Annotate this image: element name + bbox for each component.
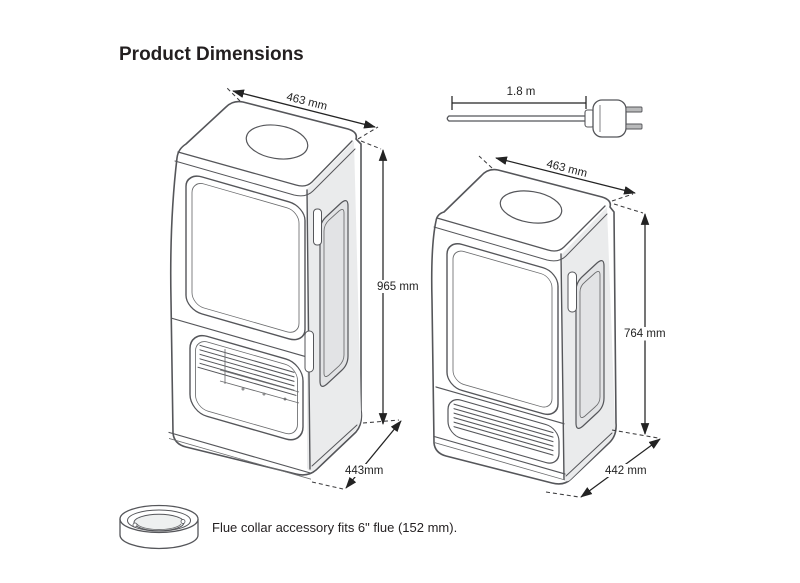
left-stove-side-window bbox=[319, 200, 349, 387]
left-width-arrow bbox=[232, 89, 376, 129]
right-stove-handle bbox=[567, 271, 577, 313]
right-stove-side-window bbox=[575, 260, 605, 429]
right-stove-side-window-inner bbox=[579, 270, 601, 419]
right-width-ext-b bbox=[611, 193, 634, 202]
right-stove-top-rim bbox=[433, 213, 608, 262]
left-stove-log-store-interior bbox=[219, 349, 300, 404]
right-stove-window bbox=[446, 243, 559, 416]
left-stove-drawing bbox=[168, 100, 363, 480]
label-backing bbox=[374, 280, 416, 293]
left-stove-window bbox=[185, 175, 306, 341]
left-stove-front-face bbox=[168, 175, 312, 480]
left-stove-side-window-inner bbox=[323, 208, 345, 378]
left-height-ext-top bbox=[360, 140, 382, 150]
flue-collar-note: Flue collar accessory fits 6" flue (152 … bbox=[212, 520, 457, 535]
left-stove-top-rim bbox=[174, 148, 356, 197]
power-cord-drawing bbox=[446, 96, 643, 138]
right-stove-window-inner-frame bbox=[452, 250, 553, 408]
right-stove-plinth-groove bbox=[434, 442, 565, 481]
cord-wire bbox=[446, 115, 589, 122]
left-stove-plinth-line bbox=[168, 431, 312, 474]
left-stove-hinge bbox=[313, 208, 322, 246]
flue-collar-opening bbox=[133, 513, 185, 532]
left-stove-height-label: 965 mm bbox=[377, 281, 419, 293]
right-height-ext-bottom bbox=[611, 429, 659, 439]
label-backing bbox=[343, 464, 385, 477]
right-stove-height-label: 764 mm bbox=[624, 328, 666, 340]
right-stove-depth-label: 442 mm bbox=[605, 465, 647, 477]
flue-collar-bolt-right bbox=[180, 519, 186, 524]
plug-prongs bbox=[625, 106, 643, 130]
left-stove-depth-label: 443mm bbox=[345, 465, 383, 477]
left-stove-seam bbox=[171, 317, 311, 359]
flue-collar-drawing bbox=[119, 504, 199, 550]
left-width-ext-a bbox=[225, 86, 241, 102]
right-stove-front-face bbox=[433, 243, 566, 481]
right-stove-front-edge bbox=[560, 253, 565, 480]
right-width-arrow bbox=[495, 156, 636, 195]
left-stove-top-edge bbox=[177, 140, 353, 187]
right-height-ext-top bbox=[613, 203, 644, 214]
left-stove-handle bbox=[304, 330, 314, 373]
flue-collar-opening-depth bbox=[136, 523, 182, 530]
plug-body bbox=[592, 99, 627, 138]
flue-collar-bolt-left bbox=[132, 522, 138, 528]
left-width-ext-b bbox=[357, 126, 379, 140]
left-stove-window-inner-frame bbox=[191, 183, 300, 333]
right-stove-drawing bbox=[430, 168, 617, 485]
left-stove-plinth-groove bbox=[169, 438, 311, 480]
right-stove-width-label: 463 mm bbox=[545, 158, 588, 180]
left-depth-ext bbox=[311, 481, 344, 490]
left-stove-front-edge bbox=[306, 189, 311, 470]
page-title: Product Dimensions bbox=[119, 44, 304, 65]
right-stove-top-edge bbox=[436, 205, 606, 252]
dimension-annotations: 463 mm 965 mm 443mm 463 mm 764 mm 442 mm… bbox=[225, 86, 668, 498]
label-backing bbox=[603, 464, 648, 477]
left-height-ext-bottom bbox=[362, 419, 400, 424]
right-width-ext-a bbox=[478, 155, 493, 169]
right-stove-vent-slats bbox=[453, 403, 554, 456]
right-stove-plinth-line bbox=[433, 435, 566, 475]
cord-length-label: 1.8 m bbox=[507, 86, 536, 98]
right-depth-ext bbox=[545, 491, 580, 498]
right-stove-seam bbox=[435, 386, 565, 425]
label-backing bbox=[622, 327, 668, 341]
